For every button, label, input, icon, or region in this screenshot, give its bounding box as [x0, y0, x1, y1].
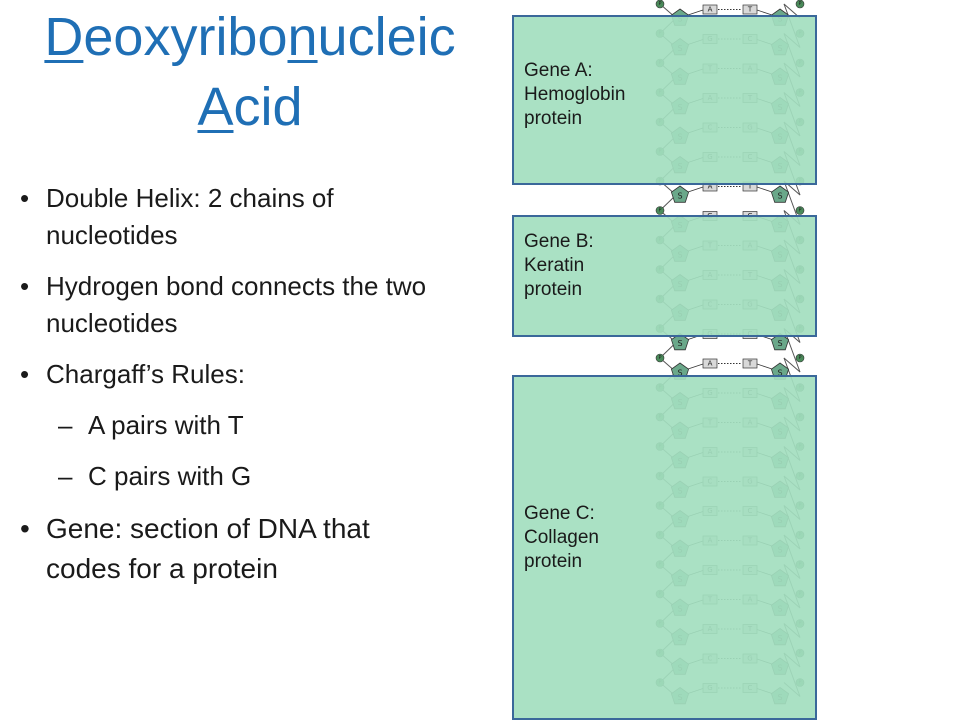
sugar-label: S	[777, 192, 782, 201]
base-left	[702, 4, 718, 15]
title-part: eoxyribo	[83, 7, 288, 67]
title-letter-a: A	[197, 77, 234, 137]
gene-a-title: Gene A:	[524, 60, 593, 81]
phosphate-right	[795, 206, 805, 215]
sugar-base-link	[756, 9, 773, 16]
gene-c-label: Gene C: Collagen protein	[524, 502, 674, 574]
base-right	[742, 4, 758, 15]
phosphate-label: P	[658, 355, 661, 361]
gene-c-box: Gene C: Collagen protein	[512, 375, 817, 720]
base-letter: T	[747, 360, 753, 368]
sugar-right	[770, 185, 790, 203]
title-line-2: Acid	[197, 77, 302, 137]
title-line-1: Deoxyribonucleic	[44, 7, 455, 67]
subbullet-c-g: –C pairs with G	[24, 458, 444, 495]
title-letter-d: D	[44, 7, 84, 67]
phosphate-right	[795, 353, 805, 363]
bullet-double-helix: Double Helix: 2 chains of nucleotides	[20, 180, 444, 254]
phosphate-label: P	[798, 1, 801, 7]
gene-c-protein-word: protein	[524, 551, 583, 572]
sugar-base-link	[687, 363, 704, 370]
sugar-base-link	[687, 186, 704, 193]
base-left	[702, 358, 718, 369]
base-letter: A	[708, 183, 713, 191]
gene-b-title: Gene B:	[524, 231, 594, 252]
bullet-chargaff: Chargaff’s Rules:	[20, 356, 444, 393]
gene-a-box: Gene A: Hemoglobin protein	[512, 15, 817, 185]
subbullet-a-t: –A pairs with T	[24, 407, 444, 444]
gene-a-protein-word: protein	[524, 108, 583, 129]
sugar-label: S	[777, 339, 782, 348]
gene-b-protein-word: protein	[524, 279, 583, 300]
phosphate-label: P	[658, 208, 661, 214]
base-letter: A	[708, 6, 713, 14]
phosphate-label: P	[658, 1, 661, 7]
sugar-label: S	[777, 369, 782, 378]
sugar-right	[770, 333, 790, 351]
phosphate-right	[795, 0, 805, 9]
gene-b-label: Gene B: Keratin protein	[524, 230, 674, 302]
gene-c-protein-name: Collagen	[524, 527, 599, 548]
bullet-list: Double Helix: 2 chains of nucleotides Hy…	[20, 180, 444, 603]
bullet-gene: Gene: section of DNA that codes for a pr…	[20, 509, 444, 589]
sugar-label: S	[677, 369, 682, 378]
gene-a-protein-name: Hemoglobin	[524, 84, 626, 105]
gene-a-label: Gene A: Hemoglobin protein	[524, 59, 674, 131]
title-letter-n: n	[287, 7, 318, 67]
base-letter: T	[747, 6, 753, 14]
phosphate-label: P	[798, 355, 801, 361]
gene-b-protein-name: Keratin	[524, 255, 585, 276]
base-letter: A	[708, 360, 713, 368]
sugar-base-link	[756, 363, 773, 370]
base-letter: T	[747, 183, 753, 191]
phosphate-left	[655, 353, 665, 363]
slide-title: Deoxyribonucleic Acid	[0, 2, 500, 142]
bullet-hydrogen-bond: Hydrogen bond connects the two nucleotid…	[20, 268, 444, 342]
subbullet-text: C pairs with G	[88, 461, 252, 491]
phosphate-left	[655, 206, 665, 215]
sugar-base-link	[756, 186, 773, 193]
sugar-left	[670, 185, 690, 203]
subbullet-text: A pairs with T	[88, 410, 244, 440]
sugar-label: S	[677, 192, 682, 201]
phosphate-label: P	[798, 208, 801, 214]
sugar-base-link	[687, 9, 704, 16]
sugar-label: S	[677, 339, 682, 348]
title-part: cid	[233, 77, 303, 137]
dash-marker: –	[58, 410, 73, 440]
phosphate-left	[655, 0, 665, 9]
title-part: ucleic	[317, 7, 456, 67]
gene-b-box: Gene B: Keratin protein	[512, 215, 817, 337]
gene-c-title: Gene C:	[524, 503, 595, 524]
dash-marker: –	[58, 461, 73, 491]
sugar-left	[670, 333, 690, 351]
base-right	[742, 358, 758, 369]
